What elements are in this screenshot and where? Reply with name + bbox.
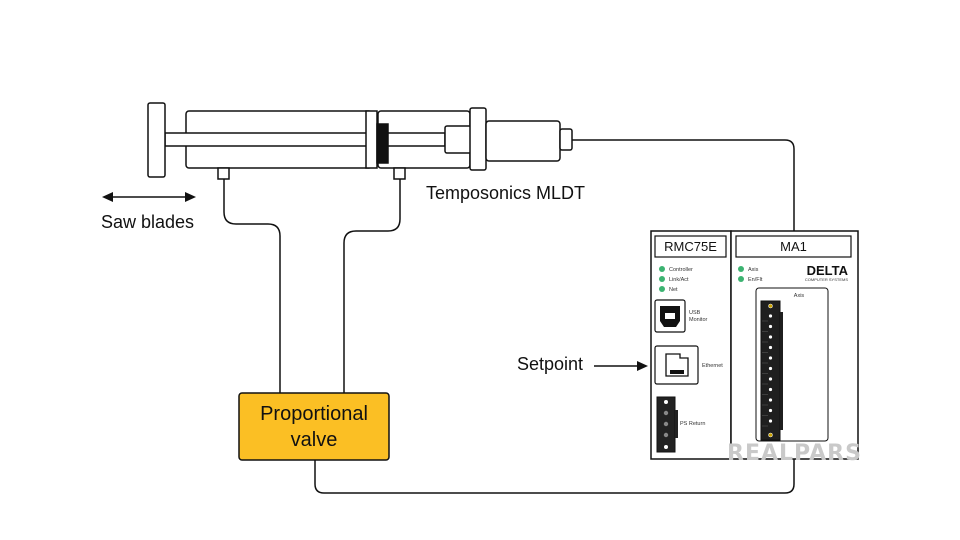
- led-icon: [659, 266, 665, 272]
- led-label: Axis: [748, 267, 759, 273]
- led-icon: [738, 276, 744, 282]
- terminal-pin: [768, 345, 773, 350]
- led-label: Link/Act: [669, 277, 689, 283]
- ethernet-label: Ethernet: [702, 363, 723, 369]
- right-hose: [343, 178, 401, 393]
- ma1-title: MA1: [780, 239, 807, 254]
- mldt-to-ma1-wire: [568, 139, 795, 232]
- terminal-pin: [768, 324, 773, 329]
- mldt-body: [485, 120, 561, 162]
- left-hose: [223, 178, 281, 393]
- terminal-pin: [768, 314, 773, 318]
- led-label: En/Flt: [748, 277, 763, 283]
- hydraulic-cylinder: [147, 102, 573, 180]
- wiring: [223, 139, 795, 494]
- ps-return-label: PS Return: [680, 421, 705, 427]
- delta-logo: DELTA: [807, 263, 849, 278]
- terminal-pin: [768, 419, 773, 423]
- valve-label-line1: Proportional: [260, 403, 368, 425]
- led-icon: [738, 266, 744, 272]
- temposonics-label: Temposonics MLDT: [426, 183, 585, 203]
- mldt-head: [469, 107, 487, 171]
- valve-label-line2: valve: [291, 429, 338, 451]
- terminal-pin: [768, 398, 773, 402]
- right-port: [393, 167, 406, 180]
- led-icon: [659, 286, 665, 292]
- usb-label: USB: [689, 310, 701, 316]
- terminal-pin: [768, 408, 773, 413]
- led-label: Net: [669, 287, 678, 293]
- ma1-module: MA1 Axis En/Flt DELTA COMPUTER SYSTEMS A…: [730, 230, 859, 460]
- setpoint-arrow: [594, 361, 648, 371]
- left-port: [217, 167, 230, 180]
- ethernet-port-icon: [654, 345, 699, 385]
- led-icon: [659, 276, 665, 282]
- mldt-magnet: [376, 123, 389, 164]
- watermark-logo: REALPARS: [727, 441, 862, 466]
- rmc75e-module: RMC75E Controller Link/Act Net USB Monit…: [650, 230, 732, 460]
- proportional-valve: Proportional valve: [238, 392, 390, 461]
- mldt-rod-end: [444, 125, 472, 154]
- valve-to-controller-wire: [314, 459, 795, 494]
- axis-label: Axis: [794, 293, 805, 299]
- saw-blade-plate: [147, 102, 166, 178]
- terminal-pin: [768, 377, 773, 381]
- terminal-pin: [768, 356, 773, 360]
- terminal-pin: [768, 335, 773, 339]
- led-label: Controller: [669, 267, 693, 273]
- rmc-title: RMC75E: [664, 239, 717, 254]
- mldt-connector: [559, 128, 573, 151]
- delta-logo-sub: COMPUTER SYSTEMS: [805, 277, 848, 282]
- usb-port-icon: [654, 299, 686, 333]
- terminal-pin: [768, 366, 773, 371]
- ps-connector-icon: [656, 396, 678, 453]
- setpoint-label: Setpoint: [517, 354, 583, 374]
- terminal-pin: [768, 387, 773, 392]
- usb-label: Monitor: [689, 317, 708, 323]
- terminal-block-icon: [760, 300, 783, 441]
- saw-blades-label: Saw blades: [101, 212, 194, 232]
- piston: [365, 110, 378, 169]
- motion-arrow: [102, 192, 196, 202]
- piston-rod: [164, 132, 446, 147]
